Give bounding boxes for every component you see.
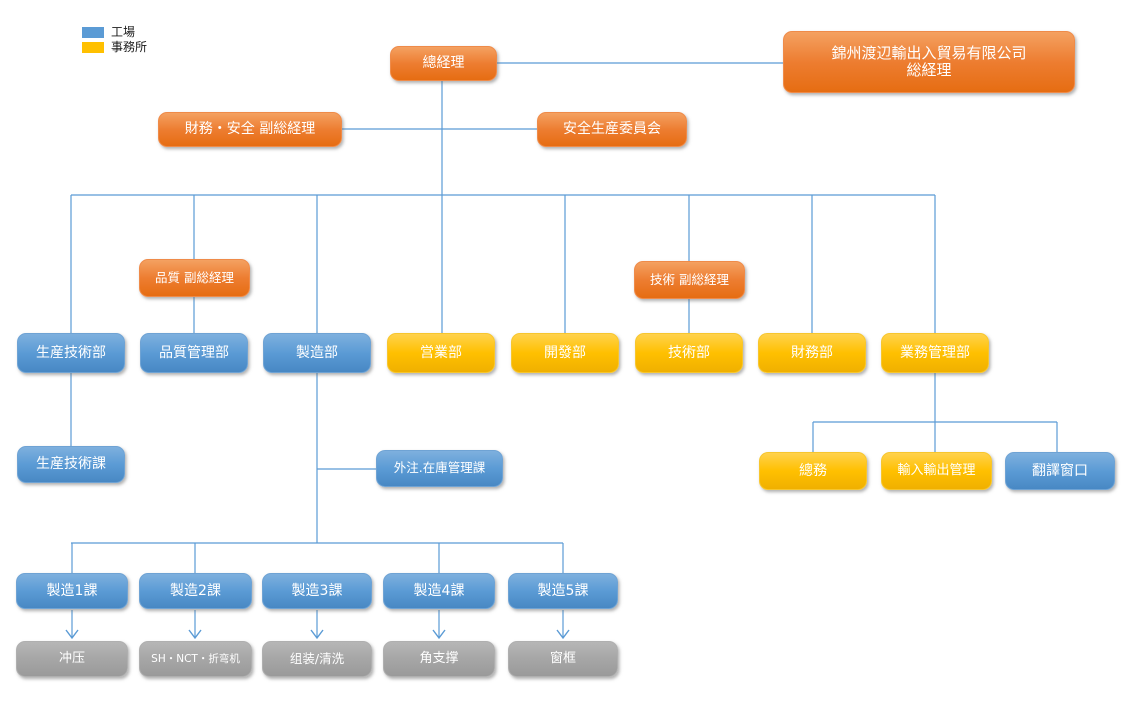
org-node-general-manager: 總経理 [390,46,497,81]
legend: 工場 事務所 [82,25,147,55]
legend-factory-label: 工場 [111,25,136,39]
org-node-finance-dept: 財務部 [758,333,866,373]
org-node-mfg-section-5: 製造5課 [508,573,618,609]
legend-item-office: 事務所 [82,40,147,55]
org-node-sales-dept: 営業部 [387,333,495,373]
org-node-finance-safety-vice-gm: 財務・安全 副総経理 [158,112,342,147]
org-node-development-dept: 開發部 [511,333,619,373]
org-node-business-mgmt-dept: 業務管理部 [881,333,989,373]
org-node-stamping-process: 冲压 [16,641,128,677]
org-node-company-general-manager: 錦州渡辺輸出入貿易有限公司 総経理 [783,31,1075,93]
legend-office-label: 事務所 [111,40,148,54]
org-node-manufacturing-dept: 製造部 [263,333,371,373]
org-node-mfg-section-1: 製造1課 [16,573,128,609]
org-node-sh-nct-bending-process: SH・NCT・折弯机 [139,641,252,677]
org-node-general-affairs: 總務 [759,452,867,490]
org-node-production-tech-dept: 生産技術部 [17,333,125,373]
org-node-mfg-section-2: 製造2課 [139,573,252,609]
org-node-mfg-section-4: 製造4課 [383,573,495,609]
office-color-swatch [82,42,104,53]
org-node-quality-vice-gm: 品質 副総経理 [139,259,250,297]
org-node-translation-window: 翻譯窗口 [1005,452,1115,490]
org-node-tech-vice-gm: 技術 副総経理 [634,261,745,299]
factory-color-swatch [82,27,104,38]
org-node-corner-support-process: 角支撑 [383,641,495,677]
org-node-import-export-mgmt: 輸入輸出管理 [881,452,992,490]
company-role: 総経理 [906,61,952,79]
org-node-mfg-section-3: 製造3課 [262,573,372,609]
org-node-safety-production-committee: 安全生産委員会 [537,112,687,147]
org-node-production-tech-section: 生産技術課 [17,446,125,483]
org-node-quality-mgmt-dept: 品質管理部 [140,333,248,373]
org-node-window-frame-process: 窗框 [508,641,618,677]
org-node-assembly-cleaning-process: 组装/清洗 [262,641,372,677]
legend-item-factory: 工場 [82,25,147,40]
org-node-outsourcing-inventory-section: 外注.在庫管理課 [376,450,503,487]
org-node-technology-dept: 技術部 [635,333,743,373]
company-name: 錦州渡辺輸出入貿易有限公司 [831,43,1027,62]
